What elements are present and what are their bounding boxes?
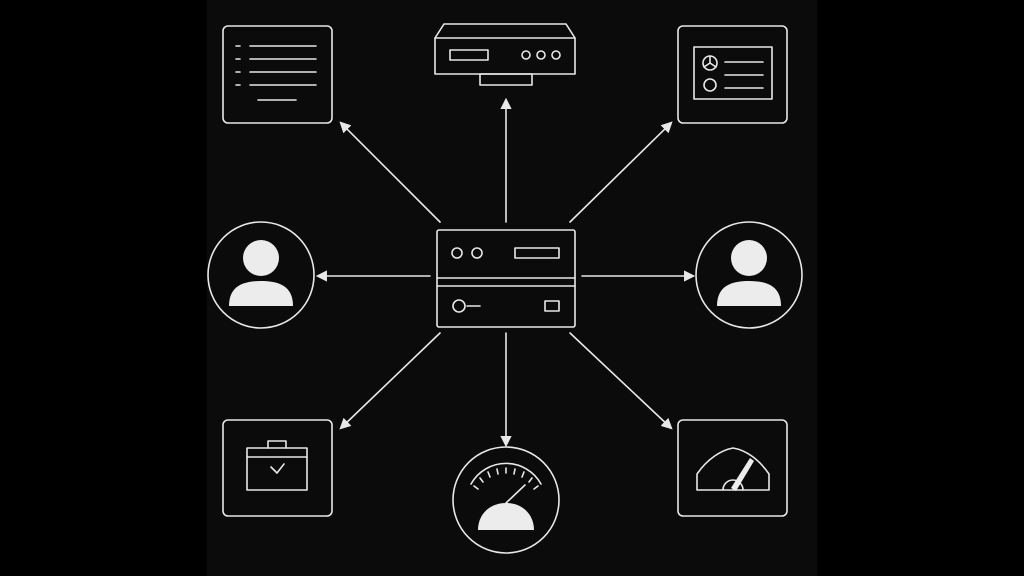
- user-icon: [695, 221, 803, 329]
- arrow-to-briefcase: [339, 332, 441, 430]
- user-icon: [207, 221, 315, 329]
- id-card-icon: [677, 25, 788, 124]
- server-icon: [436, 229, 576, 328]
- arrow-to-gauge: [569, 332, 673, 430]
- connections: [315, 97, 696, 448]
- gauge-icon: [677, 419, 788, 517]
- briefcase-icon: [222, 419, 333, 517]
- document-icon: [222, 25, 333, 124]
- arrow-to-document: [339, 121, 441, 223]
- network-device-icon: [434, 23, 576, 86]
- speedometer-icon: [452, 446, 560, 554]
- diagram-panel: [207, 0, 817, 576]
- arrow-to-id-card: [569, 121, 673, 223]
